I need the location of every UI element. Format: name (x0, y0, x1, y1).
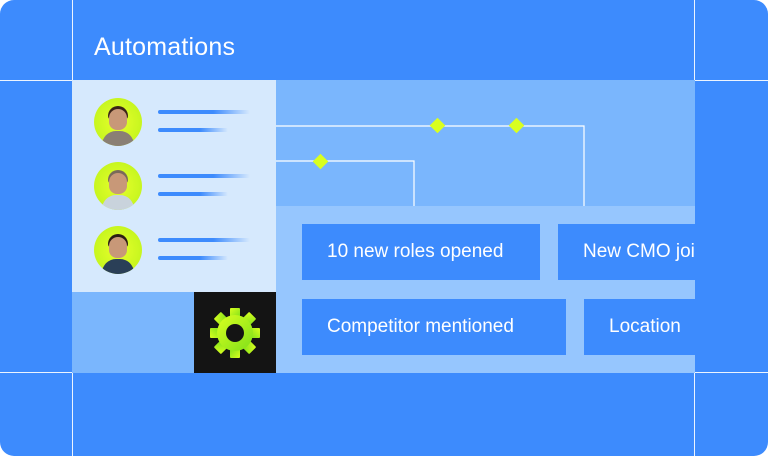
trigger-tag[interactable]: Competitor mentioned (302, 299, 566, 355)
name-placeholder (158, 174, 250, 178)
title-placeholder (158, 192, 228, 196)
diamond-marker (312, 153, 329, 170)
gear-icon (210, 308, 260, 358)
connector-line (276, 125, 585, 206)
tags-viewport: 10 new roles opened New CMO joined Compe… (302, 224, 695, 355)
name-placeholder (158, 238, 250, 242)
avatar-shirt (102, 195, 134, 210)
avatar (94, 98, 142, 146)
avatar-face (109, 237, 127, 258)
trigger-tag[interactable]: 10 new roles opened (302, 224, 540, 280)
page-title: Automations (94, 33, 236, 61)
name-placeholder (158, 110, 250, 114)
avatar (94, 162, 142, 210)
list-item[interactable] (94, 226, 274, 282)
avatar-shirt (102, 131, 134, 146)
trigger-tag[interactable]: Location (584, 299, 695, 355)
avatar-shirt (102, 259, 134, 274)
list-item[interactable] (94, 162, 274, 218)
title-placeholder (158, 128, 228, 132)
title-placeholder (158, 256, 228, 260)
trigger-tag[interactable]: New CMO joined (558, 224, 695, 280)
avatar (94, 226, 142, 274)
avatar-face (109, 109, 127, 130)
people-list (72, 80, 276, 292)
list-item[interactable] (94, 98, 274, 154)
avatar-face (109, 173, 127, 194)
settings-button[interactable] (194, 292, 276, 373)
